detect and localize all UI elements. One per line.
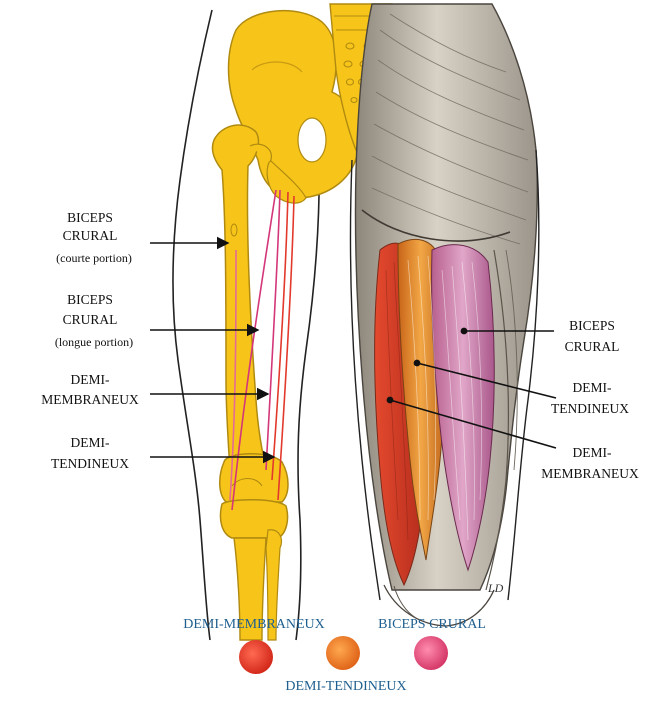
label-line: BICEPS — [569, 318, 615, 333]
left-label-2: BICEPS CRURAL (longue portion) — [55, 292, 133, 349]
legend-dot-demi-membraneux — [239, 640, 273, 674]
label-line: DEMI- — [573, 445, 612, 460]
label-line: TENDINEUX — [551, 401, 629, 416]
label-sub: (courte portion) — [56, 251, 132, 265]
legend-dot-demi-tendineux — [326, 636, 360, 670]
label-line: DEMI- — [71, 435, 110, 450]
left-label-3: DEMI- MEMBRANEUX — [41, 372, 139, 407]
label-line: BICEPS — [67, 292, 113, 307]
legend: DEMI-MEMBRANEUX BICEPS CRURAL DEMI-TENDI… — [183, 617, 486, 694]
label-line: BICEPS — [67, 210, 113, 225]
artist-signature: LD — [487, 581, 504, 595]
label-line: CRURAL — [63, 312, 118, 327]
right-label-1: BICEPS CRURAL — [565, 318, 620, 354]
left-label-1: BICEPS CRURAL (courte portion) — [56, 210, 132, 265]
right-label-2: DEMI- TENDINEUX — [551, 380, 629, 416]
legend-label-biceps-crural: BICEPS CRURAL — [378, 617, 486, 632]
label-line: CRURAL — [63, 228, 118, 243]
label-line: DEMI- — [71, 372, 110, 387]
label-line: MEMBRANEUX — [541, 466, 639, 481]
right-label-3: DEMI- MEMBRANEUX — [541, 445, 639, 481]
legend-dot-biceps-crural — [414, 636, 448, 670]
left-label-4: DEMI- TENDINEUX — [51, 435, 129, 471]
legend-label-demi-membraneux: DEMI-MEMBRANEUX — [183, 617, 325, 632]
label-line: MEMBRANEUX — [41, 392, 139, 407]
legend-label-demi-tendineux: DEMI-TENDINEUX — [285, 679, 406, 694]
label-sub: (longue portion) — [55, 335, 133, 349]
label-line: CRURAL — [565, 339, 620, 354]
label-line: DEMI- — [573, 380, 612, 395]
right-leg — [350, 4, 538, 626]
label-line: TENDINEUX — [51, 456, 129, 471]
